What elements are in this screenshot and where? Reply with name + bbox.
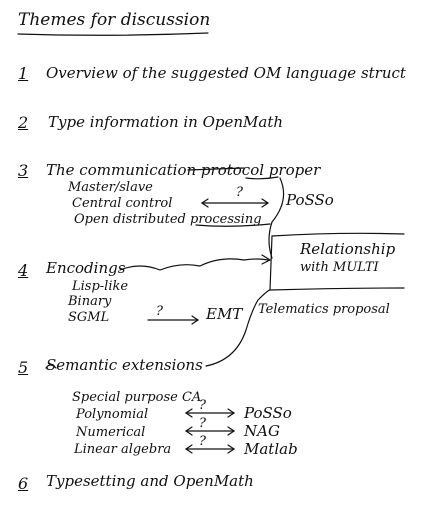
item-3-number: 3 [18,161,29,180]
wavy-encodings-to-box [119,258,269,271]
item-1-number: 1 [18,64,29,83]
underline-proper [245,176,279,180]
question-mark-5c: ? [199,434,206,449]
target-nag: NAG [244,422,280,440]
item-4-number: 4 [18,261,29,280]
arrowhead-poly-r [227,408,236,418]
arrowhead-cc-left [200,198,209,208]
arrowhead-wavy [261,254,272,265]
item-4-sub-3: SGML [68,310,110,325]
target-posso: PoSSo [244,404,292,422]
telematics-proposal-label: Telematics proposal [258,302,390,317]
item-6-number: 6 [18,474,29,493]
underline-processing [195,223,271,227]
item-5-sub-3: Numerical [76,425,146,440]
arrowhead-lin-r [227,444,236,454]
relationship-label-line1: Relationship [300,240,396,258]
item-5-sub-4: Linear algebra [74,442,172,457]
scribble-semantic [45,364,57,369]
emt-label: EMT [206,305,243,323]
item-3-sub-2: Central control [72,196,173,211]
arrowhead-cc-right [261,198,270,208]
page-title: Themes for discussion [18,10,211,30]
box-top [271,232,405,237]
curve-semantic-up [205,289,271,367]
item-3-sub-1: Master/slave [68,180,153,195]
question-mark-4: ? [156,304,163,319]
arrowhead-num-l [184,426,193,436]
target-matlab: Matlab [244,440,298,458]
item-5-sub-2: Polynomial [76,407,149,422]
box-bottom [269,287,405,291]
item-5-number: 5 [18,358,29,377]
item-4-text: Encodings [46,259,126,277]
brace-right [268,177,285,259]
arrowhead-poly-l [184,408,193,418]
arrowhead-sgml-emt [191,315,200,325]
question-mark-3: ? [236,185,243,200]
arrowhead-num-r [227,426,236,436]
arrowhead-lin-l [184,444,193,454]
item-3-sub-3: Open distributed processing [74,212,262,227]
question-mark-5a: ? [199,398,206,413]
item-2-number: 2 [18,113,29,132]
strike-protocol [187,167,245,171]
item-2-text: Type information in OpenMath [48,113,284,131]
title-underline [17,32,209,36]
item-3-text: The communication protocol proper [46,161,321,179]
item-4-sub-1: Lisp-like [72,279,129,294]
item-1-text: Overview of the suggested OM language st… [46,64,406,82]
posso-annotation-top: PoSSo [286,191,334,209]
item-5-sub-1: Special purpose CA [72,390,202,405]
item-5-text: Semantic extensions [46,356,203,374]
item-4-sub-2: Binary [68,294,112,309]
item-6-text: Typesetting and OpenMath [46,472,254,490]
relationship-label-line2: with MULTI [300,260,379,275]
question-mark-5b: ? [199,416,206,431]
box-left [269,235,273,291]
